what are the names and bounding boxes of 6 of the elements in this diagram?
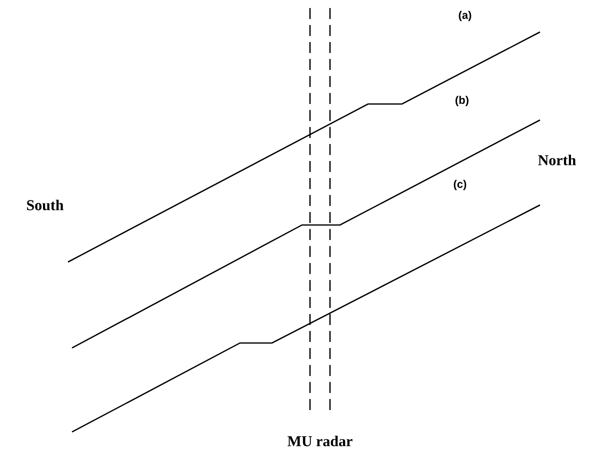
- text-label: (b): [456, 96, 468, 106]
- text-label: (a): [458, 10, 472, 22]
- text-label: (c): [454, 180, 466, 190]
- text-label: North: [538, 154, 576, 166]
- text-label: MU radar: [288, 436, 352, 446]
- text-label: South: [27, 200, 64, 210]
